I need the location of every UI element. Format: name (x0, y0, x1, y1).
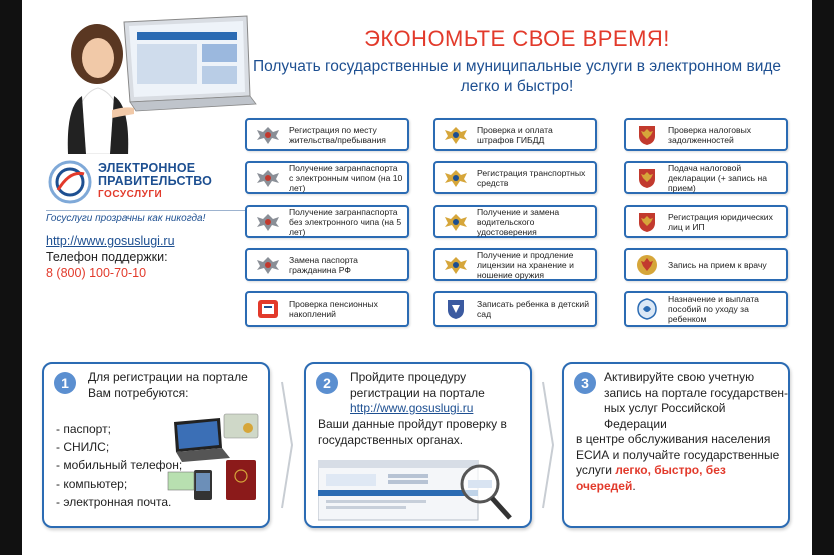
step-3-line-6-end: . (632, 478, 636, 493)
service-label: Регистрация транспортных средств (477, 167, 586, 188)
step-3-line-5-rest: и получайте государственные (609, 447, 780, 462)
police-eagle-icon (441, 252, 471, 278)
logo-line-3: ГОСУСЛУГИ (98, 189, 163, 200)
list-item: - паспорт; (56, 422, 111, 436)
social-insurance-icon (632, 296, 662, 322)
step-1-intro: Для регистрации на портале Вам потребуют… (88, 370, 248, 401)
step-3-line-5: ЕСИА и получайте государственные (576, 448, 788, 464)
woman-with-laptop-illustration (67, 15, 257, 154)
service-card[interactable]: Получение загранпаспорта без электронног… (245, 205, 409, 238)
service-label: Получение загранпаспорта с электронным ч… (289, 162, 403, 193)
esia-term: ЕСИА (576, 447, 610, 462)
service-card[interactable]: Регистрация по месту жительства/пребыван… (245, 118, 409, 151)
step-2-number: 2 (316, 372, 338, 394)
service-card[interactable]: Регистрация юридических лиц и ИП (624, 205, 788, 238)
tax-eagle-icon (632, 165, 662, 191)
subline: Получать государственные и муниципальные… (247, 57, 787, 97)
phone-number: 8 (800) 100-70-10 (46, 266, 147, 280)
service-card[interactable]: Проверка налоговых задолженностей (624, 118, 788, 151)
step-1-intro-line-2: Вам потребуются: (88, 385, 189, 400)
subline-line-1: Получать государственные и муниципальные… (252, 58, 782, 75)
service-card[interactable]: Проверка и оплата штрафов ГИБДД (433, 118, 597, 151)
step-2-check: Ваши данные пройдут проверку в государст… (318, 417, 507, 448)
step-2-line-4: государственных органах. (318, 432, 464, 447)
tax-eagle-icon (632, 209, 662, 235)
list-item: - СНИЛС; (56, 440, 110, 455)
service-label: Замена паспорта гражданина РФ (289, 254, 358, 275)
tax-eagle-icon (632, 122, 662, 148)
step-3-line-4: в центре обслуживания населения (576, 432, 771, 446)
service-label: Записать ребенка в детский сад (477, 299, 589, 319)
subline-line-2: легко и быстро! (460, 78, 574, 95)
portal-screenshot-illustration (318, 460, 512, 521)
logo-line-2: ПРАВИТЕЛЬСТВО (98, 174, 213, 188)
service-card[interactable]: Регистрация транспортных средств (433, 161, 597, 194)
step-3-highlight: легко, быстро, без очередей (576, 463, 726, 493)
service-label: Проверка и оплата штрафов ГИБДД (477, 124, 553, 145)
step-2-line-3: Ваши данные пройдут проверку в (318, 417, 507, 431)
service-label: Регистрация по месту жительства/пребыван… (289, 124, 386, 145)
service-card[interactable]: Записать ребенка в детский сад (433, 291, 597, 327)
chevron-right-icon (281, 381, 294, 509)
service-label: Получение загранпаспорта без электронног… (289, 206, 402, 237)
requirements-list: - паспорт; - СНИЛС; - мобильный телефон;… (56, 420, 182, 511)
regional-coat-of-arms-icon (441, 296, 471, 322)
service-label: Проверка пенсионных накоплений (289, 299, 378, 319)
list-item: - мобильный телефон; (56, 458, 183, 473)
step-3-line-6: услуги легко, быстро, без очередей. (576, 463, 788, 494)
gosuslugi-logo: ЭЛЕКТРОННОЕ ПРАВИТЕЛЬСТВО ГОСУСЛУГИ (48, 160, 238, 210)
service-label: Получение и продление лицензии на хранен… (477, 249, 574, 280)
logo-wordmark: ЭЛЕКТРОННОЕ ПРАВИТЕЛЬСТВО ГОСУСЛУГИ (98, 162, 212, 201)
eagle-emblem-icon (253, 209, 283, 235)
police-eagle-icon (441, 209, 471, 235)
step-3-line-1: Активируйте свою учетную (604, 370, 755, 384)
eagle-emblem-icon (253, 122, 283, 148)
health-emblem-icon (632, 252, 662, 278)
step-3-number: 3 (574, 372, 596, 394)
headline: ЭКОНОМЬТЕ СВОЕ ВРЕМЯ! (364, 26, 670, 51)
step-2-line-1: Пройдите процедуру (350, 370, 467, 384)
service-card[interactable]: Получение и продление лицензии на хранен… (433, 248, 597, 281)
step-3-panel: 3 Активируйте свою учетную запись на пор… (562, 362, 790, 528)
slogan: Госуслуги прозрачны как никогда! (46, 210, 246, 224)
service-label: Запись на прием к врачу (668, 259, 767, 270)
logo-line-1: ЭЛЕКТРОННОЕ (98, 161, 196, 175)
service-card[interactable]: Назначение и выплата пособий по уходу за… (624, 291, 788, 327)
service-label: Получение и замена водительского удостов… (477, 206, 560, 237)
step-3-line-3: ных услуг Российской Федерации (604, 401, 726, 431)
chevron-right-icon (542, 381, 555, 509)
service-card[interactable]: Получение загранпаспорта с электронным ч… (245, 161, 409, 194)
service-card[interactable]: Проверка пенсионных накоплений (245, 291, 409, 327)
step-3-line-2: запись на портале государствен- (604, 385, 788, 400)
eagle-emblem-icon (253, 165, 283, 191)
service-card[interactable]: Подача налоговой декларации (+ запись на… (624, 161, 788, 194)
poster: ЭЛЕКТРОННОЕ ПРАВИТЕЛЬСТВО ГОСУСЛУГИ Госу… (22, 0, 812, 555)
step-1-number: 1 (54, 372, 76, 394)
devices-illustration (167, 413, 259, 500)
police-eagle-icon (441, 165, 471, 191)
service-label: Подача налоговой декларации (+ запись на… (668, 162, 768, 193)
pension-fund-icon (253, 296, 283, 322)
police-eagle-icon (441, 122, 471, 148)
step-2-link[interactable]: http://www.gosuslugi.ru (350, 401, 474, 415)
step-2-panel: 2 Пройдите процедуру регистрации на порт… (304, 362, 532, 528)
step-1-intro-line-1: Для регистрации на портале (88, 370, 248, 384)
site-link[interactable]: http://www.gosuslugi.ru (46, 234, 175, 248)
list-item: - компьютер; (56, 476, 128, 491)
step-2-text: Пройдите процедуру регистрации на портал… (350, 370, 485, 417)
step-3-text: Активируйте свою учетную запись на порта… (576, 370, 788, 494)
service-label: Проверка налоговых задолженностей (668, 124, 752, 145)
service-label: Назначение и выплата пособий по уходу за… (668, 294, 759, 324)
service-card[interactable]: Получение и замена водительского удостов… (433, 205, 597, 238)
phone-label: Телефон поддержки: (46, 250, 168, 264)
service-card[interactable]: Замена паспорта гражданина РФ (245, 248, 409, 281)
eagle-emblem-icon (253, 252, 283, 278)
step-2-line-2: регистрации на портале (350, 385, 485, 400)
service-card[interactable]: Запись на прием к врачу (624, 248, 788, 281)
list-item: - электронная почта. (56, 494, 172, 509)
gosuslugi-emblem-icon (48, 160, 92, 204)
step-1-panel: 1 Для регистрации на портале Вам потребу… (42, 362, 270, 528)
step-3-line-6-start: услуги (576, 463, 616, 477)
service-label: Регистрация юридических лиц и ИП (668, 211, 773, 232)
